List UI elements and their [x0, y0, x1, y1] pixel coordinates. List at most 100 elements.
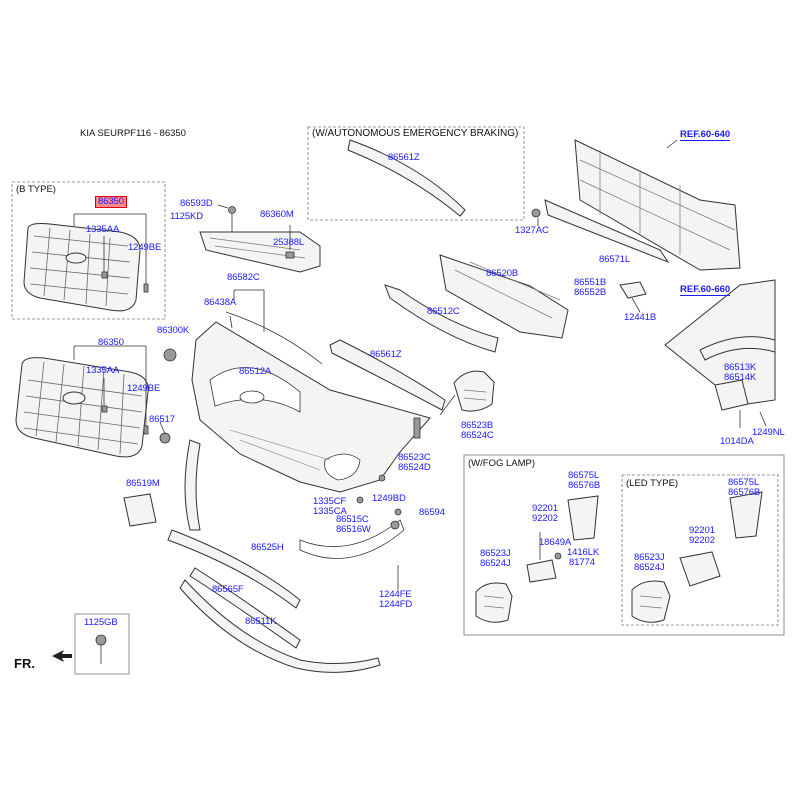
- fog-part-1416LK[interactable]: 1416LK: [567, 547, 600, 558]
- part-1014DA[interactable]: 1014DA: [720, 436, 754, 447]
- part-86350-b-type[interactable]: 86350: [95, 196, 127, 208]
- part-86524C[interactable]: 86524C: [461, 430, 494, 441]
- part-86300K[interactable]: 86300K: [157, 325, 190, 336]
- absorber-86520B: [439, 254, 569, 339]
- molding-86582C: [225, 311, 323, 365]
- part-86516W[interactable]: 86516W: [336, 524, 371, 535]
- led-type-box: [621, 474, 779, 626]
- part-1335CF[interactable]: 1335CF: [313, 496, 347, 507]
- emblem-86300K: [163, 348, 177, 362]
- led-part-86575L[interactable]: 86575L: [728, 477, 760, 488]
- fog-part-18649A[interactable]: 18649A: [539, 537, 572, 548]
- part-86561Z[interactable]: 86561Z: [370, 349, 402, 360]
- diagram-header: KIA SEURPF116 - 86350: [80, 128, 186, 139]
- bracket-86513K: [714, 379, 749, 411]
- fog-part-86575L[interactable]: 86575L: [568, 470, 600, 481]
- part-86520B[interactable]: 86520B: [486, 268, 519, 279]
- part-86519M[interactable]: 86519M: [126, 478, 160, 489]
- front-label: FR.: [14, 656, 35, 671]
- part-86594[interactable]: 86594: [419, 507, 445, 518]
- part-86514K[interactable]: 86514K: [724, 372, 757, 383]
- part-12441B[interactable]: 12441B: [624, 312, 657, 323]
- bolt-box: [74, 613, 130, 675]
- part-86551B[interactable]: 86551B: [574, 277, 607, 288]
- part-86582C[interactable]: 86582C: [227, 272, 260, 283]
- part-1244FE[interactable]: 1244FE: [379, 589, 412, 600]
- part-1335AA[interactable]: 1335AA: [86, 365, 120, 376]
- part-86561Z-top[interactable]: 86561Z: [388, 152, 420, 163]
- bolt-1125GB: [95, 634, 107, 646]
- part-1335CA[interactable]: 1335CA: [313, 506, 347, 517]
- part-86513K[interactable]: 86513K: [724, 362, 757, 373]
- group-fog-lamp: (W/FOG LAMP): [468, 458, 536, 469]
- part-1125KD[interactable]: 1125KD: [170, 211, 204, 222]
- fog-part-92202[interactable]: 92202: [532, 513, 558, 524]
- lower-strip-86511K: [179, 579, 381, 673]
- group-b-type: (B TYPE): [16, 184, 56, 195]
- fog-part-92201[interactable]: 92201: [532, 503, 558, 514]
- group-led-type: (LED TYPE): [626, 478, 679, 489]
- part-86511K[interactable]: 86511K: [245, 616, 277, 627]
- part-86525H[interactable]: 86525H: [251, 542, 284, 553]
- part-1249BE-b-type[interactable]: 1249BE: [128, 242, 162, 253]
- part-86517[interactable]: 86517: [149, 414, 175, 425]
- part-86515C[interactable]: 86515C: [336, 514, 369, 525]
- part-86571L[interactable]: 86571L: [599, 254, 631, 265]
- fog-part-86576B[interactable]: 86576B: [568, 480, 601, 491]
- part-1125GB[interactable]: 1125GB: [84, 617, 118, 628]
- part-86524D[interactable]: 86524D: [398, 462, 431, 473]
- group-autonomous: (W/AUTONOMOUS EMERGENCY BRAKING): [312, 128, 519, 139]
- part-86512A[interactable]: 86512A: [239, 366, 272, 377]
- carrier-assembly: [531, 139, 741, 271]
- upper-cover: [199, 204, 321, 273]
- part-1335AA-b-type[interactable]: 1335AA: [86, 224, 120, 235]
- part-86350[interactable]: 86350: [98, 337, 124, 348]
- part-86523B[interactable]: 86523B: [461, 420, 494, 431]
- bracket-86561Z-top: [347, 139, 466, 217]
- part-86593D[interactable]: 86593D: [180, 198, 213, 209]
- bracket-86561Z: [329, 339, 446, 411]
- part-25388L[interactable]: 25388L: [273, 237, 305, 248]
- ref-60-660[interactable]: REF.60-660: [680, 284, 731, 296]
- fog-part-81774[interactable]: 81774: [569, 557, 595, 568]
- part-86438A[interactable]: 86438A: [204, 297, 237, 308]
- fog-part-86524J[interactable]: 86524J: [480, 558, 511, 569]
- fog-lamp: [526, 559, 557, 583]
- beam-86512C: [384, 284, 499, 353]
- fog-lamp-box: [463, 454, 785, 636]
- grille-main: [15, 345, 149, 458]
- fog-part-86523J[interactable]: 86523J: [480, 548, 511, 559]
- led-cover-86523J: [631, 580, 671, 623]
- front-arrow-icon: [52, 650, 72, 662]
- lip-86525H: [167, 529, 301, 609]
- part-1327AC[interactable]: 1327AC: [515, 225, 549, 236]
- skid-86565F: [189, 567, 301, 649]
- fog-bracket-86575L: [567, 495, 599, 541]
- led-part-86576B[interactable]: 86576B: [728, 487, 761, 498]
- part-86523C[interactable]: 86523C: [398, 452, 431, 463]
- bracket-86551B: [619, 281, 647, 299]
- part-1244FD[interactable]: 1244FD: [379, 599, 413, 610]
- clip-86517: [159, 432, 171, 444]
- led-part-92201[interactable]: 92201: [689, 525, 715, 536]
- b-type-box: [11, 181, 166, 320]
- autonomous-box: [307, 126, 525, 221]
- part-1249NL[interactable]: 1249NL: [752, 427, 785, 438]
- part-86552B[interactable]: 86552B: [574, 287, 607, 298]
- ref-60-640[interactable]: REF.60-640: [680, 129, 731, 141]
- part-86512C[interactable]: 86512C: [427, 306, 460, 317]
- part-86360M[interactable]: 86360M: [260, 209, 294, 220]
- led-part-86524J[interactable]: 86524J: [634, 562, 665, 573]
- license-bracket: [123, 493, 157, 527]
- fog-cover-86523J: [475, 582, 513, 623]
- part-1249BD[interactable]: 1249BD: [372, 493, 406, 504]
- led-part-92202[interactable]: 92202: [689, 535, 715, 546]
- part-86565F[interactable]: 86565F: [212, 584, 244, 595]
- led-bracket-86575L: [729, 491, 763, 539]
- part-1249BE[interactable]: 1249BE: [127, 383, 161, 394]
- led-part-86523J[interactable]: 86523J: [634, 552, 665, 563]
- front-bumper: [191, 321, 431, 493]
- led-lamp: [679, 551, 721, 587]
